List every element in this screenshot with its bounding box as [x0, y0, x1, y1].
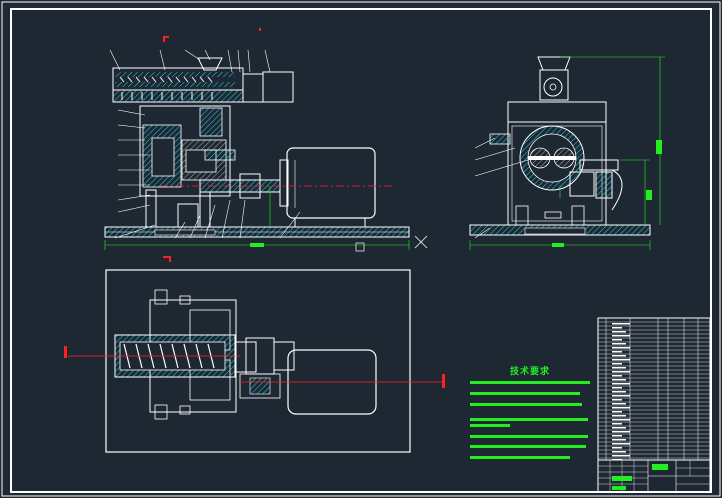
- parts-list-row: [612, 347, 630, 349]
- side-view: [469, 56, 665, 250]
- parts-list-row: [612, 351, 622, 353]
- parts-list-row: [612, 415, 626, 417]
- plan-view: [64, 269, 445, 453]
- parts-list-row: [612, 323, 630, 325]
- parts-list-row: [612, 455, 630, 457]
- parts-list-row: [612, 419, 630, 421]
- tech-requirements-lines: [470, 381, 590, 459]
- tech-requirements-title: 技术要求: [510, 367, 551, 377]
- parts-list-row: [612, 443, 630, 445]
- parts-list-row: [612, 399, 622, 401]
- parts-list-row: [612, 451, 626, 453]
- parts-list-row: [612, 387, 622, 389]
- plan-base: [105, 269, 411, 453]
- parts-list-row: [612, 367, 626, 369]
- parts-list-row: [612, 343, 626, 345]
- parts-list-row: [612, 391, 626, 393]
- parts-list-row: [612, 431, 630, 433]
- parts-list-row: [612, 355, 626, 357]
- front-view: [104, 28, 428, 262]
- drawing-frame: [10, 8, 712, 493]
- parts-list-row: [612, 435, 622, 437]
- parts-list-row: [612, 359, 630, 361]
- parts-list-row: [612, 339, 622, 341]
- parts-list-row: [612, 423, 622, 425]
- hopper: [197, 57, 223, 71]
- parts-list-row: [612, 403, 626, 405]
- cross-marker: [414, 235, 428, 249]
- parts-list-row: [612, 439, 626, 441]
- parts-list-row: [612, 395, 630, 397]
- parts-list: [597, 317, 711, 461]
- parts-list-row: [612, 327, 622, 329]
- parts-list-row: [612, 379, 626, 381]
- parts-list-row: [612, 331, 626, 333]
- parts-list-row: [612, 407, 630, 409]
- parts-list-row: [612, 363, 622, 365]
- parts-list-row: [612, 335, 630, 337]
- parts-list-row: [612, 411, 622, 413]
- parts-list-row: [612, 447, 622, 449]
- parts-list-row: [612, 383, 630, 385]
- title-block: [597, 459, 711, 493]
- parts-list-row: [612, 375, 622, 377]
- parts-list-row: [612, 371, 630, 373]
- main-motor: [286, 147, 376, 219]
- parts-list-row: [612, 427, 626, 429]
- small-motor: [262, 71, 294, 103]
